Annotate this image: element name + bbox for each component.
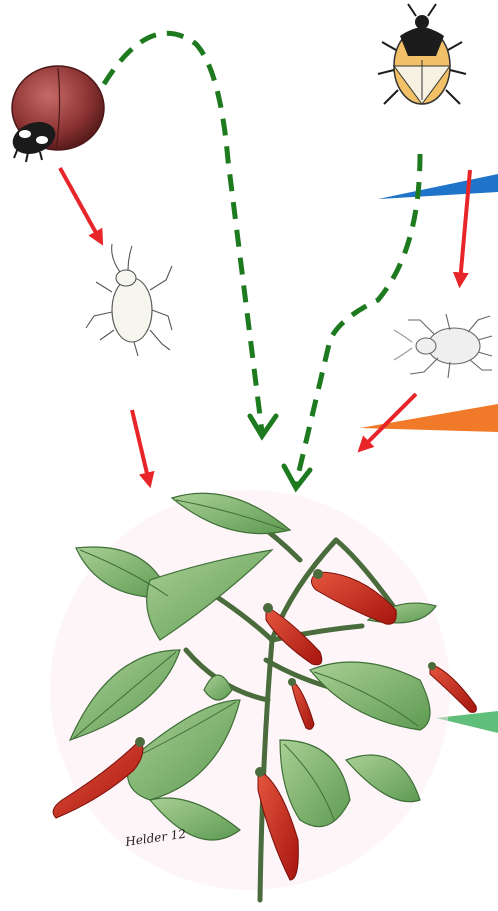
feeding-arrows xyxy=(104,33,420,484)
aphid xyxy=(86,244,172,356)
arrow-aphid-to-plant xyxy=(132,410,149,482)
shield-bug xyxy=(378,4,466,104)
feeding-arrowheads xyxy=(250,416,310,488)
dashed-arrow-shieldbug-to-plant xyxy=(296,154,420,484)
blue-wedge xyxy=(378,174,498,199)
spider-mite xyxy=(394,314,492,378)
ladybird-beetle xyxy=(8,66,104,162)
chili-pepper-plant: Helder 12 xyxy=(50,490,476,900)
dashed-arrow-ladybird-to-plant xyxy=(104,33,262,432)
arrow-ladybird-to-aphid xyxy=(60,168,100,240)
